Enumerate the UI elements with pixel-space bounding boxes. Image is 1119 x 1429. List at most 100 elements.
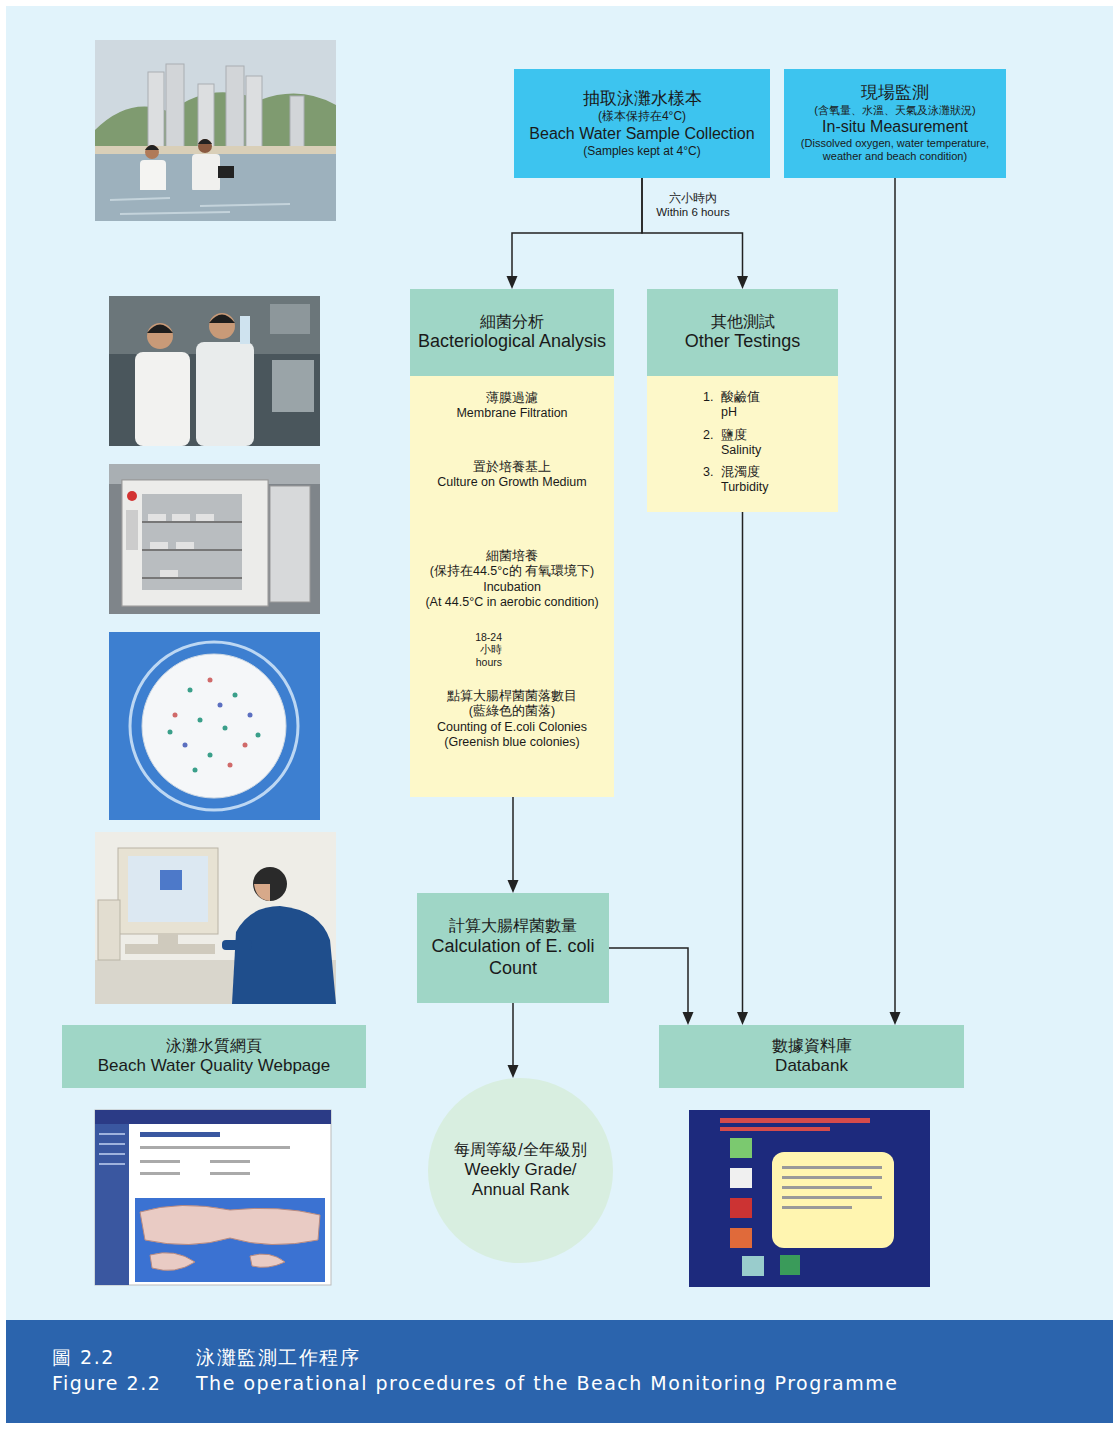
illustration-part [782,1186,872,1189]
illustration-part [772,1152,894,1248]
panel-header: 細菌分析Bacteriological Analysis [410,289,614,376]
illustration-part [689,1110,930,1287]
illustration-part [250,1254,285,1267]
illustration-part [208,678,213,683]
incubator-photo [109,464,320,614]
illustration-part [210,1172,250,1175]
list-item: 酸鹼值pH [721,390,768,421]
illustration-part [780,1255,800,1275]
illustration-part [145,145,159,159]
illustration-part [140,1205,320,1244]
connector-line [512,797,514,880]
caption-text: The operational procedures of the Beach … [196,1372,898,1394]
illustration-part [142,654,286,798]
illustration-part [730,1168,752,1188]
node-text: pH [721,405,768,420]
illustration-part [140,1160,180,1163]
test-list: 1.酸鹼值pH2.鹽度Salinity3.混濁度Turbidity [703,390,838,496]
node-text: (Samples kept at 4°C) [583,144,701,159]
illustration-part [196,514,214,521]
calculation-box: 計算大腸桿菌數量Calculation of E. coli Count [417,893,609,1003]
illustration-part [173,713,178,718]
illustration-part [730,1228,752,1248]
arrowhead [737,276,748,289]
illustration-part [110,198,290,214]
illustration-part [95,146,336,154]
connector-line [609,948,688,1012]
databank-screenshot [689,1110,930,1287]
node-text: 3. [703,465,721,496]
node-text: Bacteriological Analysis [418,331,606,353]
arrowhead [683,1012,694,1025]
connector [609,948,694,1025]
connector-line [512,1003,514,1065]
caption-text: Figure 2.2 [52,1372,161,1394]
circle-fill [428,1078,613,1263]
node-text: Calculation of E. coli Count [423,936,603,980]
node-text: (At 44.5°C in aerobic condition) [413,595,611,610]
webpage-screenshot [95,1110,331,1285]
illustration-part [246,76,262,150]
illustration-part [270,486,310,602]
arrowhead [508,1065,519,1078]
illustration-part [135,352,190,446]
illustration-part [210,1160,250,1163]
illustration-part [130,642,298,810]
illustration-part [128,856,208,922]
illustration-part [209,315,235,324]
node-text: Turbidity [721,480,768,495]
illustration-part [99,1134,125,1164]
illustration-part [172,514,190,521]
illustration-part [147,323,173,349]
node-text: Weekly Grade/ Annual Rank [450,1160,591,1201]
node-text: 1. [703,390,721,421]
illustration-part [95,1124,129,1285]
node-text: 其他測試 [711,312,775,332]
illustration-part [782,1166,882,1169]
node-text: 現場監測 [861,83,929,104]
step-text: 細菌培養(保持在44.5°c的 有氧環境下)Incubation(At 44.5… [410,547,614,612]
computer-photo [95,832,336,1004]
illustration-part [122,480,268,606]
databank-box: 數據資料庫Databank [659,1025,964,1088]
illustration-part [226,66,244,150]
node-text: 酸鹼值 [721,390,768,405]
illustration-part [122,480,268,606]
node-text: 鹽度 [721,428,768,443]
node-text: 泳灘水質網頁 [166,1036,262,1056]
illustration-part [720,1118,870,1123]
node-text: Databank [775,1056,848,1077]
illustration-part [95,1110,331,1285]
node-text: Beach Water Sample Collection [529,124,754,144]
caption-text: 泳灘監測工作程序 [196,1345,360,1371]
node-text: 計算大腸桿菌數量 [449,916,577,936]
node-text: (藍綠色的菌落) [413,704,611,719]
node-text: (含氧量、水溫、天氣及泳灘狀況) [814,104,975,117]
node-text: (Greenish blue colonies) [413,735,611,750]
connector [737,512,748,1025]
connector [507,178,643,289]
measurement-box: 現場監測(含氧量、水溫、天氣及泳灘狀況)In-situ Measurement(… [784,69,1006,178]
node-text: 置於培養基上 [413,460,611,475]
illustration-part [742,1256,764,1276]
illustration-part [145,145,159,150]
illustration-part [270,304,310,334]
node-text: In-situ Measurement [822,117,968,137]
node-text: Membrane Filtration [413,406,611,421]
node-text: 細菌分析 [480,312,544,332]
node-text: Counting of E.coli Colonies [413,720,611,735]
illustration-part [192,154,220,192]
list-item: 鹽度Salinity [721,428,768,459]
node-text: Culture on Growth Medium [413,475,611,490]
illustration-part [95,832,336,1004]
illustration-part [254,884,270,901]
illustration-part [150,542,168,549]
node-text: 細菌培養 [413,549,611,564]
illustration-part [118,848,218,934]
node-text: (Dissolved oxygen, water temperature, we… [790,137,1000,164]
illustration-part [109,632,320,820]
illustration-part [140,1172,180,1175]
illustration-part [196,342,254,446]
illustration-part [290,96,304,150]
webpage-box: 泳灘水質網頁Beach Water Quality Webpage [62,1025,366,1088]
